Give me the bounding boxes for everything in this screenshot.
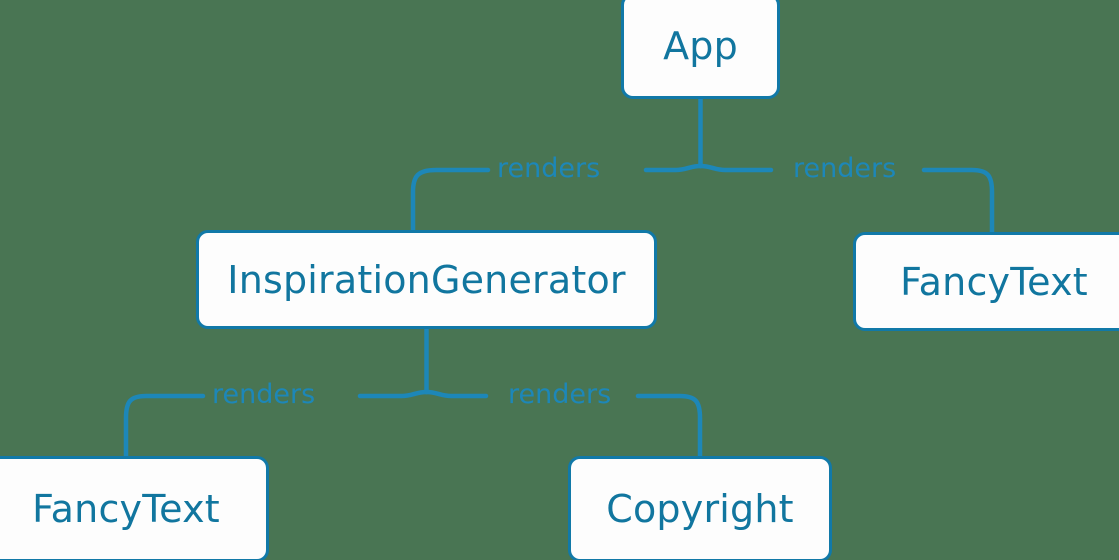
node-fancytext-right[interactable]: FancyText: [853, 232, 1119, 331]
edge-label-inspirationgenerator-to-fancytext-left: renders: [212, 379, 316, 410]
node-copyright-label: Copyright: [606, 487, 794, 531]
edge-app-to-fancyright-left-seg: [698, 163, 774, 173]
edge-app-to-inspgen-left-seg: [410, 167, 491, 233]
node-inspirationgenerator-label: InspirationGenerator: [227, 257, 626, 302]
node-app[interactable]: App: [621, 0, 780, 99]
edge-inspgen-to-copyright-left-seg: [424, 389, 489, 399]
edge-app-to-fancyright-right-seg: [921, 167, 995, 235]
node-fancytext-left-label: FancyText: [32, 487, 220, 531]
node-app-label: App: [663, 24, 738, 68]
node-fancytext-left[interactable]: FancyText: [0, 456, 269, 560]
edge-inspgen-to-copyright-right-seg: [635, 393, 703, 459]
edge-app-to-inspgen-right-seg: [643, 163, 703, 173]
edge-inspgen-to-fancyleft-right-seg: [357, 389, 429, 399]
node-copyright[interactable]: Copyright: [568, 456, 832, 560]
edge-inspgen-to-fancyleft-left-seg: [123, 393, 206, 459]
node-fancytext-right-label: FancyText: [900, 259, 1088, 304]
node-inspirationgenerator[interactable]: InspirationGenerator: [196, 230, 657, 329]
edge-label-inspirationgenerator-to-copyright: renders: [508, 379, 612, 410]
edge-label-app-to-fancytext-right: renders: [793, 153, 897, 184]
edge-label-app-to-inspirationgenerator: renders: [497, 153, 601, 184]
